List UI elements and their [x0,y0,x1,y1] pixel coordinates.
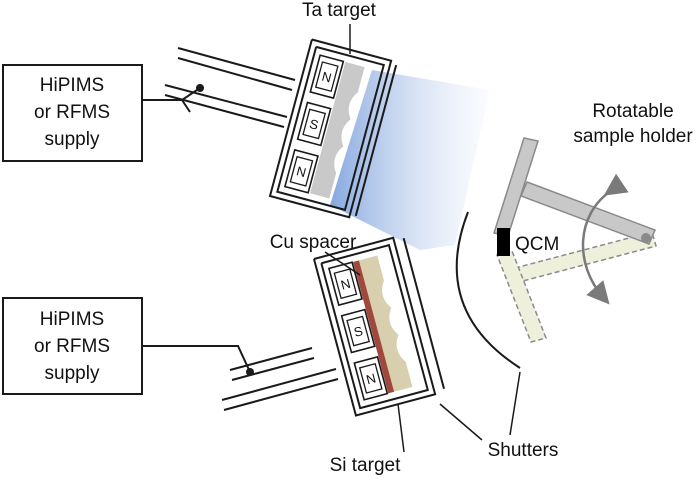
sample-holder [493,137,656,245]
bottom-magnetron: N S N [313,236,445,417]
top-shutter [354,64,398,217]
top-supply-line3: supply [45,129,100,150]
top-supply-line2: or RFMS [34,102,110,123]
ta-target-label: Ta target [302,0,377,21]
cu-spacer-plate [353,260,395,394]
top-magnet-s-label: S [308,116,321,133]
bottom-supply-line1: HiPIMS [40,309,104,330]
top-supply-box: HiPIMS or RFMS supply [2,64,143,162]
ta-target-plate [310,61,365,199]
holder-label-line1: Rotatable [592,101,673,122]
si-target-label: Si target [330,455,401,476]
plasma-plume [330,70,490,250]
holder-label-line2: sample holder [573,126,693,147]
curved-shutter [455,211,521,369]
rotation-arrow [581,173,629,305]
leader-lines [324,24,521,453]
bottom-magnetron-housing [320,243,430,410]
bottom-supply-line3: supply [45,363,100,384]
top-magnet-n1-label: N [320,69,333,86]
bottom-supply-wire [142,345,251,373]
bottom-magnet-n1-label: N [339,276,352,293]
qcm-label: QCM [515,234,559,255]
holder-pivot [641,233,651,243]
top-magnetron-housing [276,45,386,212]
bottom-supply-box: HiPIMS or RFMS supply [2,297,143,395]
top-supply-wire [142,87,201,113]
bottom-magnet-n2-label: N [364,370,377,387]
top-magnetron: N S N [268,38,398,219]
si-target-plate [357,255,413,393]
bottom-feed-rods [221,347,339,411]
top-supply-line1: HiPIMS [40,75,104,96]
bottom-magnet-s-label: S [352,323,365,340]
cu-spacer-label: Cu spacer [270,232,357,253]
top-junction-dot [196,84,204,92]
bottom-junction-dot [246,368,254,376]
bottom-supply-line2: or RFMS [34,336,110,357]
shutters-label: Shutters [488,440,559,461]
top-magnet-n2-label: N [295,163,308,180]
top-feed-rods [164,47,296,128]
bottom-shutter [402,237,445,390]
qcm-block [497,228,510,256]
